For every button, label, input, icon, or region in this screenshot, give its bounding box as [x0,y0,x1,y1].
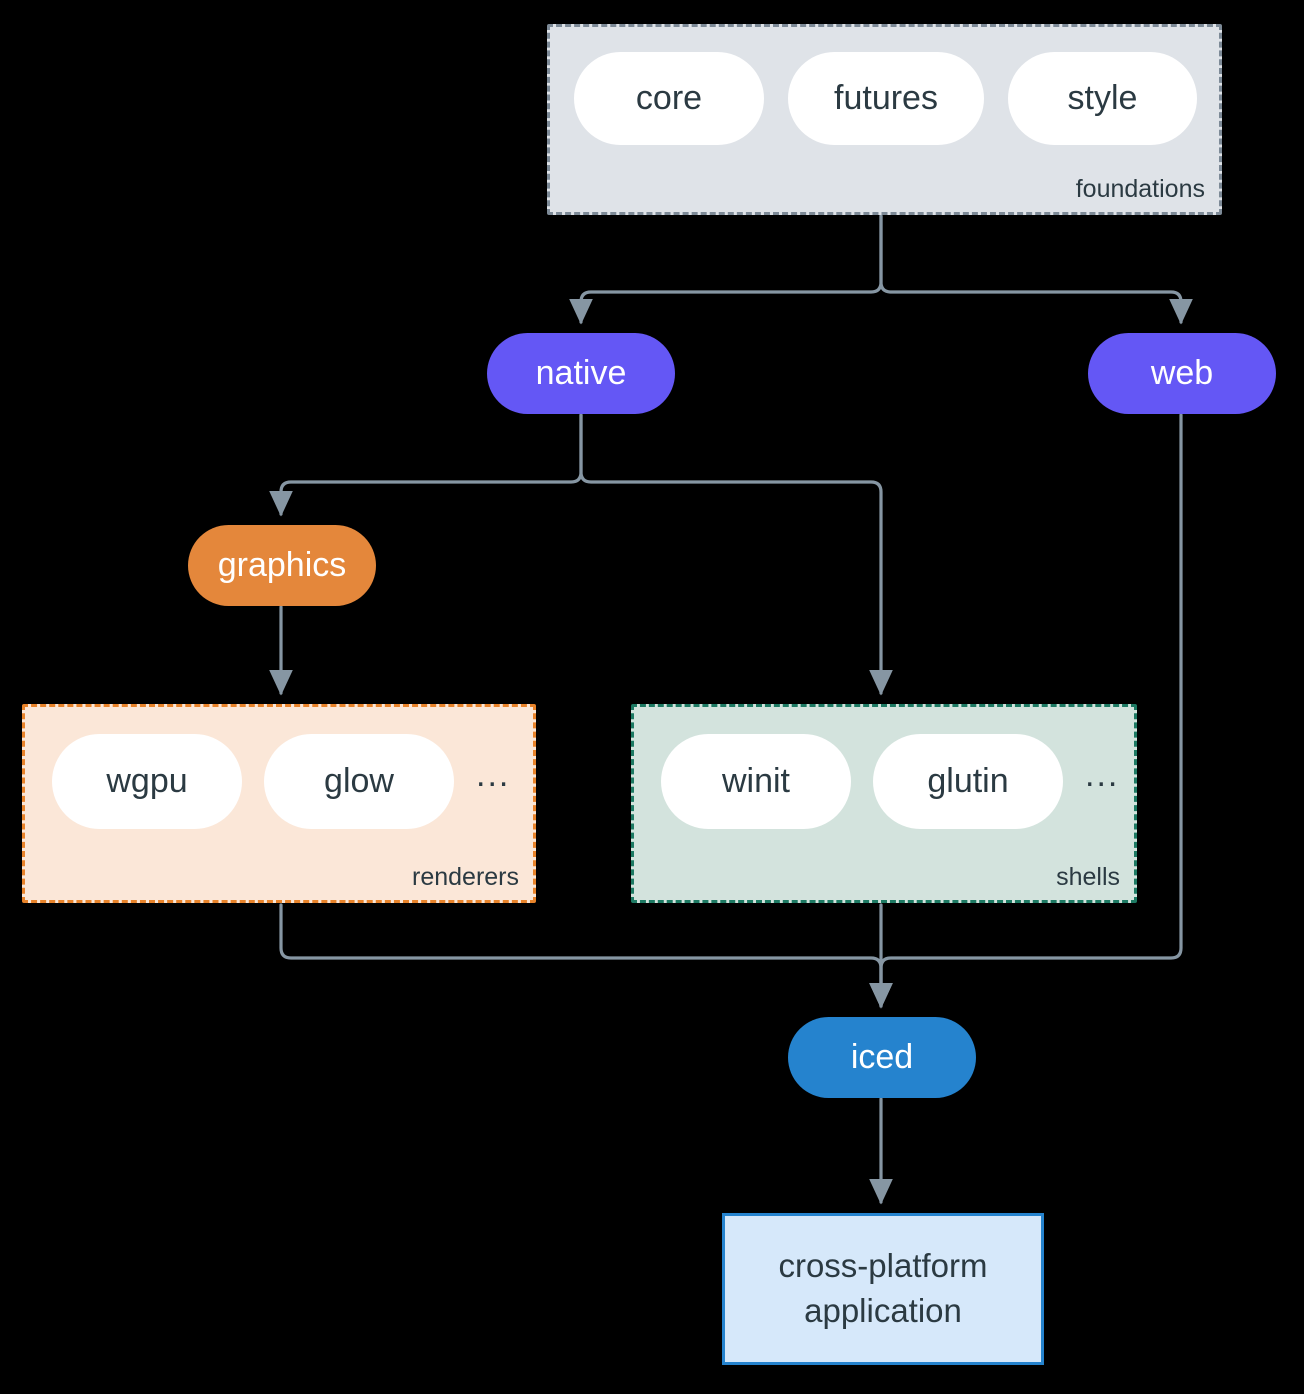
edge-native-to-shells [579,413,893,696]
edge-native-to-graphics [269,413,583,517]
shells-ellipsis: ... [1085,755,1120,794]
cluster-foundations-pills: core futures style [574,52,1221,145]
node-graphics[interactable]: graphics [188,525,376,606]
cluster-renderers-label: renderers [412,863,519,891]
edge-foundations-to-native [569,214,883,325]
cluster-renderers-pills: wgpu glow ... [52,734,510,829]
node-web[interactable]: web [1088,333,1276,414]
node-glow[interactable]: glow [264,734,454,829]
application-label-line-1: cross-platform [778,1247,988,1285]
edge-foundations-to-web [879,214,1193,325]
node-glutin[interactable]: glutin [873,734,1063,829]
cluster-shells: winit glutin ... shells [631,704,1137,903]
cluster-foundations-label: foundations [1075,175,1205,203]
node-wgpu[interactable]: wgpu [52,734,242,829]
node-native[interactable]: native [487,333,675,414]
cluster-renderers: wgpu glow ... renderers [22,704,536,903]
node-iced[interactable]: iced [788,1017,976,1098]
node-winit[interactable]: winit [661,734,851,829]
node-futures[interactable]: futures [788,52,984,145]
node-core[interactable]: core [574,52,764,145]
cluster-foundations: core futures style foundations [547,24,1222,215]
cluster-shells-pills: winit glutin ... [661,734,1119,829]
application-label-line-2: application [804,1292,962,1329]
edge-renderers-to-iced [279,903,893,1009]
node-cross-platform-application[interactable]: cross-platform application [722,1213,1044,1365]
cluster-shells-label: shells [1056,863,1120,891]
renderers-ellipsis: ... [476,755,511,794]
node-style[interactable]: style [1008,52,1197,145]
